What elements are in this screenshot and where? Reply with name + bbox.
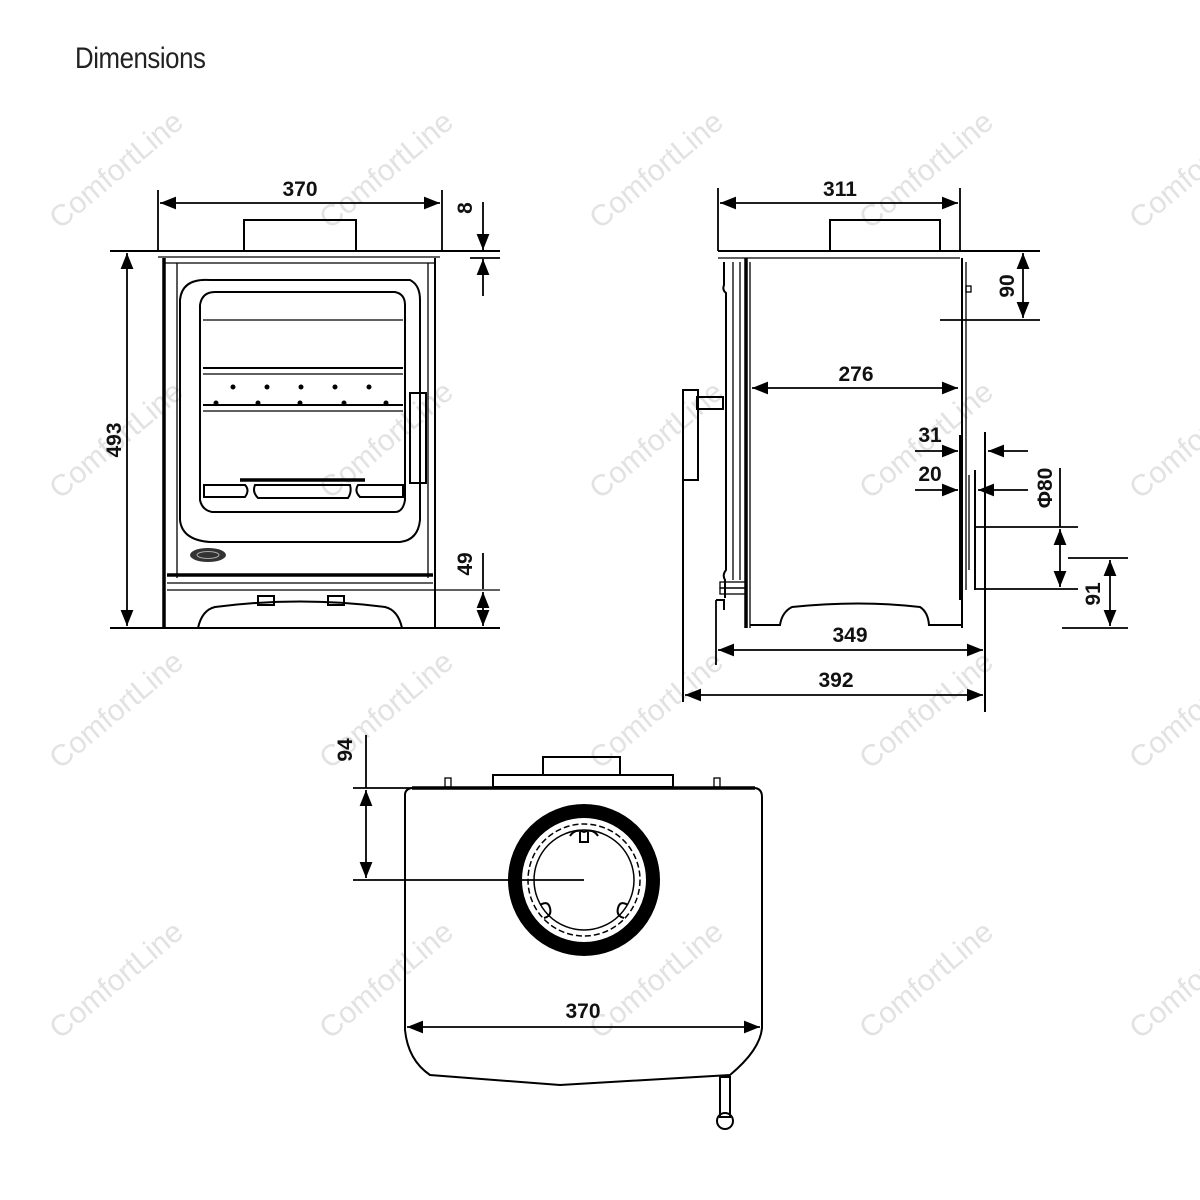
side-rear-flue-diameter-label: Φ80 bbox=[1034, 468, 1057, 509]
top-view: 94 370 bbox=[334, 735, 763, 1130]
side-flue-offset-label: 90 bbox=[996, 274, 1019, 297]
front-width-label: 370 bbox=[282, 178, 317, 201]
svg-text:ComfortLine: ComfortLine bbox=[1123, 105, 1200, 235]
svg-text:ComfortLine: ComfortLine bbox=[583, 105, 729, 235]
svg-text:ComfortLine: ComfortLine bbox=[43, 645, 189, 775]
front-base-height-label: 49 bbox=[454, 552, 477, 575]
side-base-depth-label: 349 bbox=[832, 624, 867, 647]
top-width-label: 370 bbox=[565, 1000, 600, 1023]
side-rear-offset-a-label: 31 bbox=[918, 424, 942, 447]
side-width-label: 311 bbox=[823, 178, 857, 201]
svg-text:ComfortLine: ComfortLine bbox=[1123, 915, 1200, 1045]
side-view: 311 90 276 31 20 Φ80 91 349 392 bbox=[682, 178, 1128, 712]
front-top-offset-label: 8 bbox=[454, 202, 477, 214]
front-view: 370 8 493 49 bbox=[103, 178, 500, 629]
side-body-depth-label: 276 bbox=[838, 363, 873, 386]
svg-text:ComfortLine: ComfortLine bbox=[583, 645, 729, 775]
svg-text:ComfortLine: ComfortLine bbox=[583, 915, 729, 1045]
svg-text:ComfortLine: ComfortLine bbox=[853, 915, 999, 1045]
svg-text:ComfortLine: ComfortLine bbox=[1123, 375, 1200, 505]
svg-text:ComfortLine: ComfortLine bbox=[313, 105, 459, 235]
front-height-label: 493 bbox=[103, 422, 126, 457]
svg-text:ComfortLine: ComfortLine bbox=[853, 645, 999, 775]
page-title: Dimensions bbox=[75, 42, 206, 75]
svg-text:ComfortLine: ComfortLine bbox=[1123, 645, 1200, 775]
side-rear-flue-height-label: 91 bbox=[1082, 582, 1105, 606]
side-overall-depth-label: 392 bbox=[818, 669, 853, 692]
svg-text:ComfortLine: ComfortLine bbox=[583, 375, 729, 505]
svg-text:ComfortLine: ComfortLine bbox=[43, 105, 189, 235]
svg-text:ComfortLine: ComfortLine bbox=[853, 105, 999, 235]
top-flue-offset-label: 94 bbox=[334, 738, 357, 762]
svg-text:ComfortLine: ComfortLine bbox=[43, 915, 189, 1045]
side-rear-offset-b-label: 20 bbox=[918, 463, 941, 486]
svg-text:ComfortLine: ComfortLine bbox=[313, 915, 459, 1045]
